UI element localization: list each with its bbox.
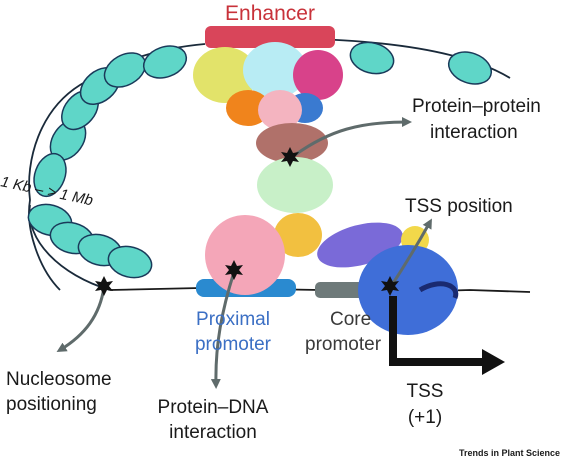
protein-pink-proximal [205, 215, 285, 295]
nucleosome-label-line1: Nucleosome [6, 369, 112, 390]
protein-dna-arrow [210, 271, 236, 389]
rna-polymerase-cleft [418, 281, 459, 299]
protein-dna-label-line1: Protein–DNA [158, 397, 269, 418]
nucleosome-group-lower [27, 203, 153, 279]
nucleosome [103, 52, 147, 88]
source-label: Trends in Plant Science [459, 448, 560, 458]
protein-yellow [193, 47, 257, 103]
core-promoter-label-line1: Core [330, 309, 371, 330]
protein-mint [257, 157, 333, 213]
nucleosome [33, 152, 67, 198]
protein-dna-label-line2: interaction [169, 422, 257, 443]
protein-lightblue [243, 42, 307, 98]
tss-position-arrow [388, 218, 432, 289]
enhancer-label: Enhancer [225, 2, 315, 25]
nucleosome [107, 245, 153, 279]
star-icon [95, 276, 113, 296]
nucleosome-label-line2: positioning [6, 394, 97, 415]
nucleosome [447, 51, 493, 85]
nucleosome [349, 41, 395, 75]
protein-orange [226, 90, 270, 126]
protein-protein-label-line1: Protein–protein [412, 96, 541, 117]
enhancer-dna-region [205, 26, 335, 48]
core-promoter-label-line2: promoter [305, 334, 382, 355]
nucleosome-positioning-arrow [56, 286, 106, 353]
protein-gold [274, 213, 322, 257]
protein-protein-label-line2: interaction [430, 122, 518, 143]
tss-arrowhead [482, 349, 505, 375]
star-icon [225, 260, 243, 280]
protein-brown [256, 123, 328, 163]
star-icon [381, 276, 399, 296]
proximal-promoter-label-line1: Proximal [196, 309, 270, 330]
tss-arrow [389, 296, 485, 366]
enhancer-protein-complex [193, 42, 343, 257]
proximal-promoter-label-line2: promoter [195, 334, 272, 355]
rna-polymerase [358, 245, 458, 335]
tss-label-line2: (+1) [408, 407, 442, 428]
star-icon [281, 147, 299, 167]
protein-pink [258, 90, 302, 130]
nucleosome-group-upper [33, 41, 493, 198]
tss-label-line1: TSS [407, 381, 444, 402]
tss-position-label: TSS position [405, 196, 513, 217]
protein-protein-arrow [294, 117, 412, 157]
protein-magenta [293, 50, 343, 100]
nucleosome [142, 45, 188, 79]
star-markers [95, 147, 399, 296]
